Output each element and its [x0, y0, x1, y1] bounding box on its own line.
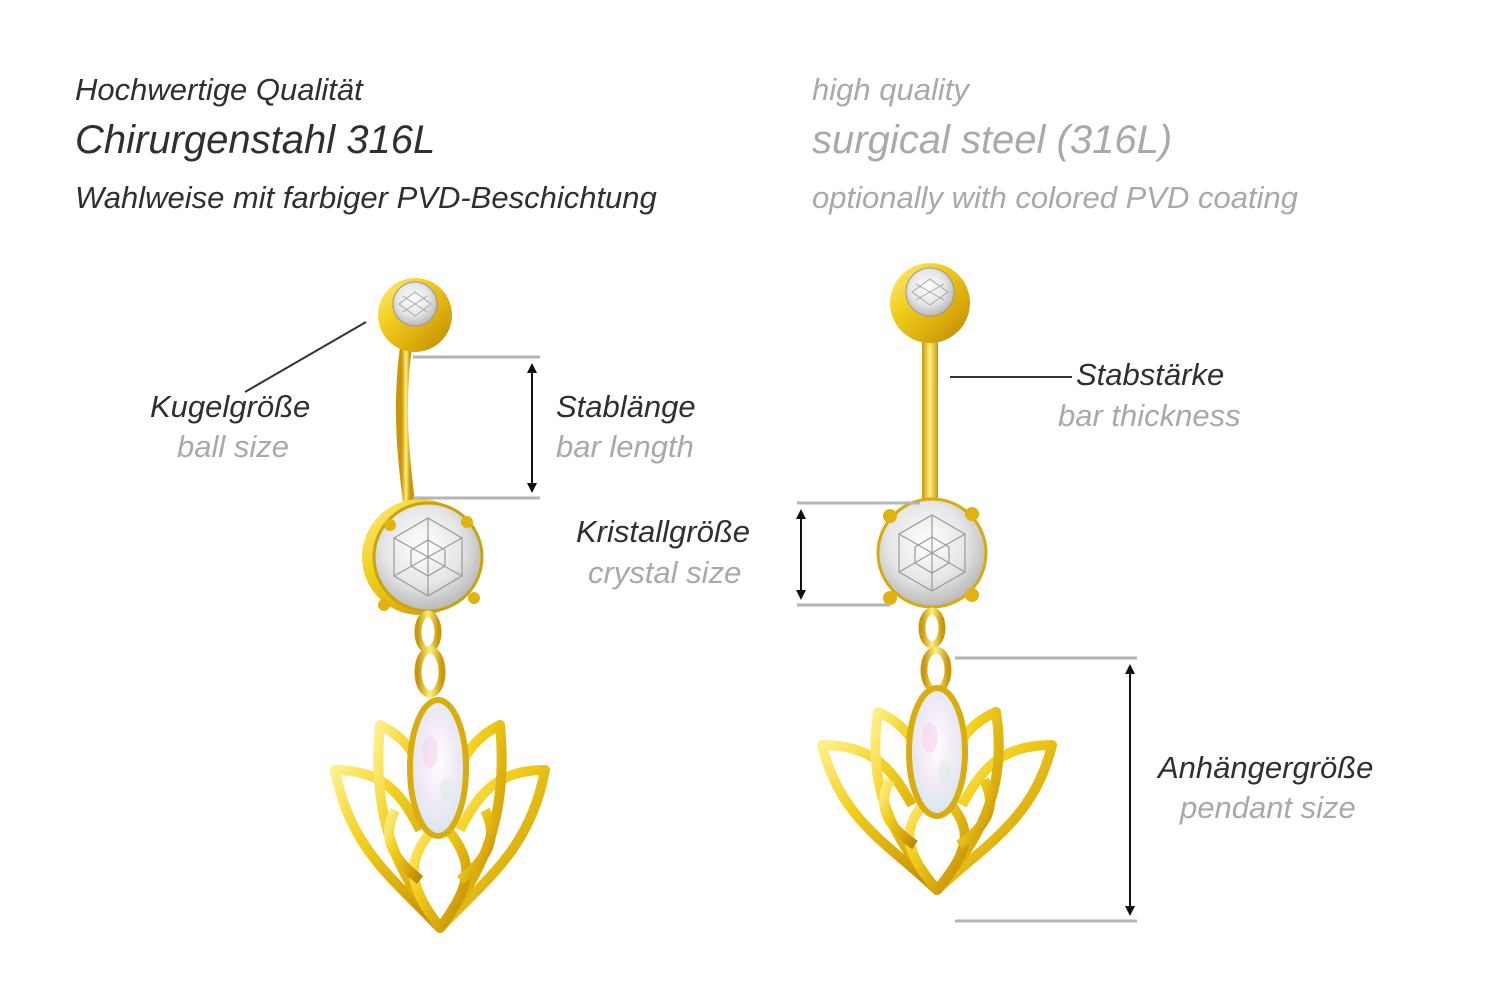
bar-thickness-label-de: Stabstärke	[1076, 357, 1225, 392]
header-de-line2: Chirurgenstahl 316L	[75, 118, 436, 162]
pendant-size-label-de: Anhängergröße	[1158, 750, 1374, 785]
header-de-line3: Wahlweise mit farbiger PVD-Beschichtung	[75, 180, 657, 215]
ball-size-leader	[244, 321, 367, 393]
ball-size-label-en: ball size	[177, 429, 289, 464]
header-en-line2: surgical steel (316L)	[812, 118, 1173, 162]
header-en-line1: high quality	[812, 72, 969, 107]
ball-size-label-de: Kugelgröße	[150, 389, 311, 424]
crystal-size-label-en: crystal size	[588, 555, 742, 590]
right-belly-ring	[817, 263, 1057, 895]
pendant-size-label-en: pendant size	[1180, 790, 1356, 825]
bar-length-label-en: bar length	[556, 429, 694, 464]
header-de-line1: Hochwertige Qualität	[75, 72, 363, 107]
left-belly-ring	[330, 278, 550, 933]
header-en-line3: optionally with colored PVD coating	[812, 180, 1298, 215]
bar-length-label-de: Stablänge	[556, 389, 696, 424]
bar-thickness-label-en: bar thickness	[1058, 398, 1241, 433]
crystal-size-label-de: Kristallgröße	[576, 514, 750, 549]
